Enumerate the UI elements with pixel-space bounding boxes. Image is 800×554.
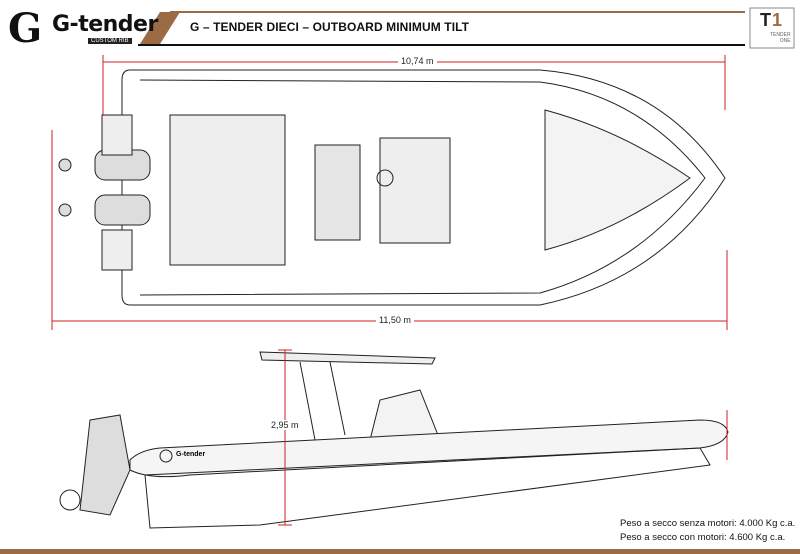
- tube-inner: [139, 79, 706, 296]
- swim-platform-right: [101, 229, 133, 271]
- swim-platform-left: [101, 114, 133, 156]
- t-top-roof: [259, 351, 436, 365]
- hull-outline: [121, 69, 726, 306]
- aft-sunpad: [169, 114, 286, 266]
- t-top-struts: [299, 361, 346, 441]
- header-graphics: G T 1: [8, 5, 795, 52]
- brand-subtitle: CUSTOM RIB: [88, 38, 132, 44]
- t1-logo-one: 1: [772, 10, 782, 30]
- brand-logo-text: G-tender: [52, 12, 158, 37]
- side-view-drawing: [59, 349, 729, 529]
- page-title: G – TENDER DIECI – OUTBOARD MINIMUM TILT: [190, 20, 470, 34]
- bow-deck: [544, 109, 691, 251]
- steering-wheel: [376, 169, 394, 187]
- top-view-drawing: [51, 55, 728, 330]
- accent-band: [140, 12, 180, 44]
- hull-logo-mark: [159, 449, 173, 463]
- weight-with-engines: Peso a secco con motori: 4.600 Kg c.a.: [620, 532, 786, 543]
- footer-band: [0, 549, 800, 554]
- weights-note: Peso a secco senza motori: 4.000 Kg c.a.…: [620, 517, 795, 545]
- height-label: 2,95 m: [268, 420, 302, 430]
- console-side: [369, 389, 441, 441]
- height-dimension: [278, 349, 292, 526]
- tube-side: [129, 419, 729, 478]
- outboard-side: [79, 414, 131, 516]
- propeller: [59, 489, 81, 511]
- console: [379, 137, 451, 244]
- overall-length-label: 11,50 m: [376, 315, 414, 325]
- deck-length-label: 10,74 m: [398, 56, 437, 66]
- hull-brand: G-tender: [176, 451, 206, 458]
- outboard-engines: [58, 149, 151, 226]
- brand-g-logo: G: [8, 5, 42, 52]
- t1-badge: [749, 7, 795, 49]
- weight-without-engines: Peso a secco senza motori: 4.000 Kg c.a.: [620, 518, 796, 529]
- seat-block: [314, 144, 361, 241]
- t1-logo: T: [760, 10, 771, 30]
- hull-side: [144, 447, 711, 529]
